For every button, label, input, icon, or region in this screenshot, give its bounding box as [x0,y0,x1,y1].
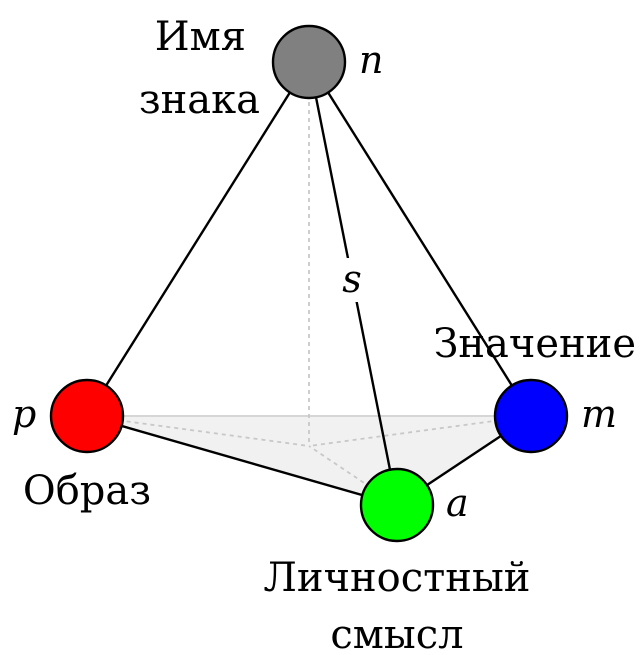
var-label-m: m [581,392,617,436]
label-m: Значение [433,321,636,367]
edge-n-m [307,61,533,417]
node-n-name-of-sign [271,24,347,100]
var-label-a: a [446,481,469,525]
node-p-image [49,378,125,454]
edge-label-s: s [342,257,362,301]
label-n-line-1: Имя [155,14,246,60]
edge-p-a [86,414,398,507]
label-a-line-2: смысл [330,612,463,655]
label-a-line-1: Личностный [264,555,531,601]
node-m-meaning [493,378,569,454]
var-label-p: p [12,392,36,436]
node-a-personal-sense [359,467,435,543]
hidden-edge-m-centroid [308,415,532,447]
edge-label-background [337,258,367,302]
edge-n-p [85,61,311,417]
hidden-edge-p-centroid [86,415,310,447]
label-p: Образ [23,468,151,514]
var-label-n: n [359,38,383,82]
label-n-line-2: знака [139,77,260,123]
